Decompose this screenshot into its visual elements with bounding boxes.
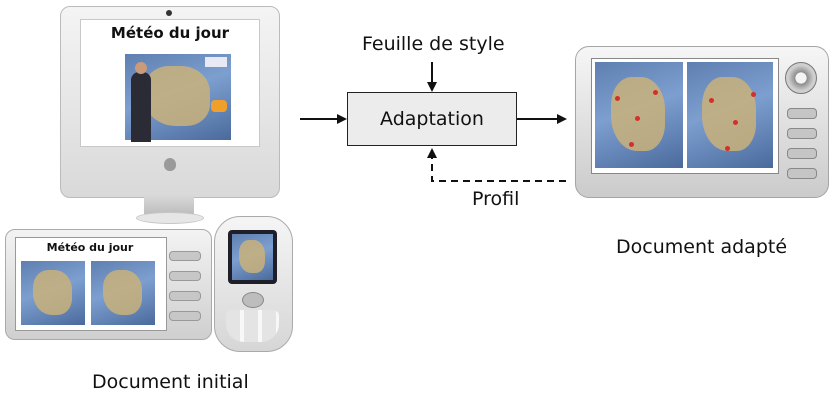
small-player-map-right (91, 261, 155, 325)
apple-logo-icon (164, 158, 176, 171)
mobile-phone-icon (214, 216, 293, 352)
monitor-screen: Météo du jour (80, 19, 260, 147)
adapted-player-map-left (595, 62, 683, 168)
adaptation-label: Adaptation (380, 108, 484, 130)
initial-document-caption: Document initial (92, 371, 249, 393)
dpad-icon (785, 62, 817, 94)
imac-monitor-icon: Météo du jour (60, 6, 280, 228)
adapted-document-caption: Document adapté (616, 236, 788, 258)
profile-label: Profil (472, 188, 520, 210)
monitor-title: Météo du jour (110, 24, 230, 42)
adaptation-box: Adaptation (347, 92, 517, 146)
small-player-title: Météo du jour (46, 241, 134, 254)
small-player-map-left (21, 261, 85, 325)
adapted-player-map-right (687, 62, 773, 168)
stylesheet-label: Feuille de style (362, 33, 505, 55)
small-media-player-icon: Météo du jour (5, 229, 212, 340)
adapted-media-player-icon (575, 46, 829, 198)
profile-dashed-arrow (427, 148, 566, 182)
